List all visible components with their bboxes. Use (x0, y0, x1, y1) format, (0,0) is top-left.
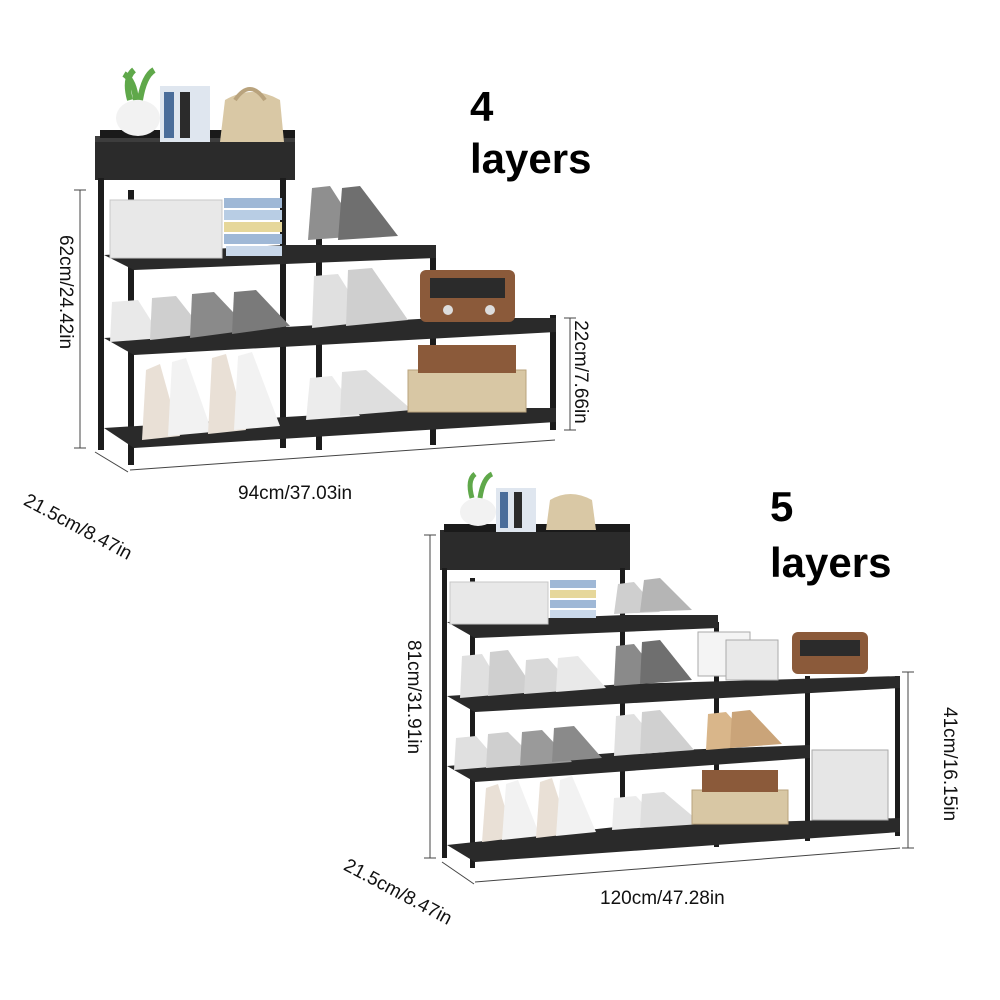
rack-5-height-label: 81cm/31.91in (403, 639, 424, 755)
rack-4-width-label: 94cm/37.03in (238, 483, 353, 504)
rack-4-row-3-items (142, 345, 527, 440)
rack-4-row-1-items (109, 186, 398, 259)
rack-5-step-height-label: 41cm/16.15in (939, 706, 960, 822)
rack-5-row-1-items (449, 578, 692, 625)
rack-5-row-3-items (454, 710, 889, 821)
rack-5-row-4-items (482, 770, 789, 842)
rack-5-top-tray (440, 524, 630, 570)
rack-4-title-number: 4 (470, 83, 494, 130)
rack-4-title-word: layers (470, 135, 592, 182)
rack-5-title-number: 5 (770, 483, 794, 530)
rack-5-row-2-items (460, 631, 868, 698)
rack-5-title-word: layers (770, 539, 892, 586)
rack-4-top-items (116, 67, 284, 142)
rack-5-dimension-lines (424, 534, 914, 885)
rack-5-top-items (460, 471, 596, 532)
rack-4-shelves (104, 245, 556, 448)
rack-4-row-2-items (110, 268, 515, 342)
rack-4-dimension-lines (74, 189, 576, 473)
rack-5-width-label: 120cm/47.28in (600, 888, 725, 909)
